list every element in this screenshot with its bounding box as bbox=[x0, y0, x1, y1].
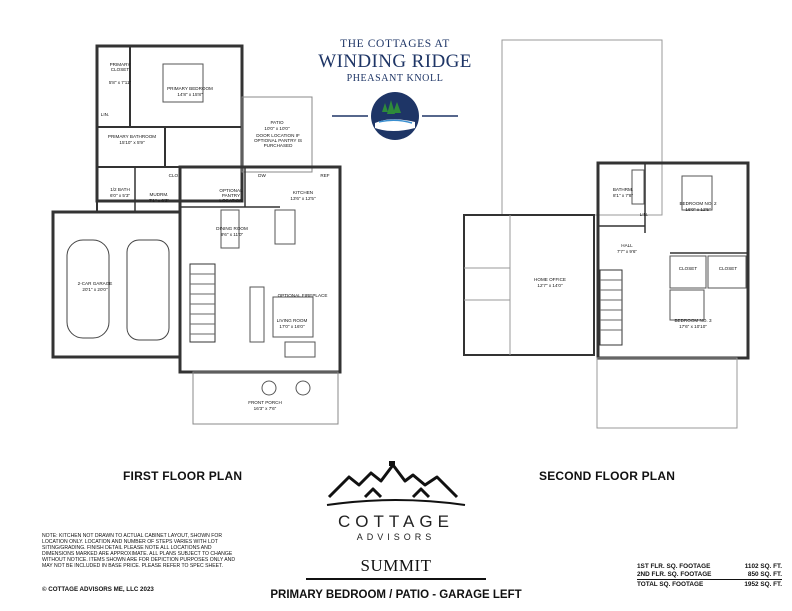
label-clo: CLO. bbox=[168, 173, 180, 178]
plan-notes: NOTE: KITCHEN NOT DRAWN TO ACTUAL CABINE… bbox=[42, 533, 236, 569]
dim-bedroom-3: 17'6" x 10'10" bbox=[679, 324, 707, 329]
sqft-second-value: 850 SQ. FT. bbox=[747, 571, 782, 578]
dim-kitchen: 13'6" x 12'5" bbox=[290, 196, 316, 201]
note-patio-door: DOOR LOCATION IF OPTIONAL PANTRY IS PURC… bbox=[253, 133, 303, 148]
label-bedroom-2: BEDROOM NO. 2 bbox=[679, 201, 717, 206]
label-ref: REF bbox=[320, 173, 330, 178]
dim-bedroom-2: 16'0" x 12'5" bbox=[685, 207, 711, 212]
label-hall: HALL bbox=[621, 243, 633, 248]
dim-dining-room: 9'6" x 11'0" bbox=[220, 232, 244, 237]
label-closet-a: CLOSET bbox=[678, 266, 698, 271]
label-optional-pantry: OPTIONAL PANTRY LOCATION bbox=[219, 188, 243, 203]
winding-ridge-emblem bbox=[332, 92, 458, 140]
dim-home-office: 12'7" x 14'0" bbox=[537, 283, 563, 288]
sqft-first-label: 1ST FLR. SQ. FOOTAGE bbox=[637, 563, 711, 570]
sqft-second-label: 2ND FLR. SQ. FOOTAGE bbox=[637, 571, 712, 578]
label-primary-bedroom: PRIMARY BEDROOM bbox=[167, 86, 213, 91]
dim-hall: 7'7" x 9'6" bbox=[616, 249, 638, 254]
label-front-porch: FRONT PORCH bbox=[248, 400, 282, 405]
sqft-total-value: 1952 SQ. FT. bbox=[744, 581, 782, 588]
model-name: SUMMIT bbox=[360, 556, 432, 575]
sqft-rule bbox=[637, 579, 782, 580]
dim-patio: 10'0" x 10'0" bbox=[264, 126, 290, 131]
label-bathrm: BATHRM. bbox=[612, 187, 634, 192]
label-lin: LIN. bbox=[639, 212, 649, 217]
header-line2: WINDING RIDGE bbox=[318, 51, 472, 72]
dim-half-bath: 6'0" x 5'3" bbox=[109, 193, 131, 198]
label-dining-room: DINING ROOM bbox=[216, 226, 248, 231]
second-floor-plan-title: SECOND FLOOR PLAN bbox=[539, 469, 676, 483]
label-bedroom-3: BEDROOM NO. 3 bbox=[674, 318, 712, 323]
label-half-bath: 1/2 BATH bbox=[110, 187, 130, 192]
label-kitchen: KITCHEN bbox=[292, 190, 314, 195]
header-line1: THE COTTAGES AT bbox=[340, 38, 450, 50]
label-mudroom: MUDRM. bbox=[149, 192, 169, 197]
first-floor-plan-title: FIRST FLOOR PLAN bbox=[123, 469, 243, 483]
plan-subtitle: PRIMARY BEDROOM / PATIO - GARAGE LEFT bbox=[270, 589, 522, 601]
label-closet-b: CLOSET bbox=[718, 266, 738, 271]
label-linen: LIN. bbox=[100, 112, 110, 117]
second-floor-plan bbox=[463, 39, 750, 429]
copyright: © COTTAGE ADVISORS ME, LLC 2023 bbox=[42, 586, 154, 593]
label-primary-closet: PRIMARY CLOSET bbox=[109, 62, 131, 72]
model-rule bbox=[306, 578, 486, 580]
header-line3: PHEASANT KNOLL bbox=[346, 73, 444, 84]
sqft-first-value: 1102 SQ. FT. bbox=[744, 563, 782, 570]
cottage-advisors-logo bbox=[326, 461, 466, 506]
dim-primary-bedroom: 14'8" x 15'8" bbox=[177, 92, 203, 97]
label-living-room: LIVING ROOM bbox=[276, 318, 308, 323]
dim-mudroom: 7'1" x 6'3" bbox=[148, 198, 170, 203]
sqft-total-label: TOTAL SQ. FOOTAGE bbox=[637, 581, 704, 588]
label-home-office: HOME OFFICE bbox=[534, 277, 566, 282]
label-optional-fireplace: OPTIONAL FIREPLACE bbox=[277, 293, 328, 298]
dim-front-porch: 16'3" x 7'6" bbox=[253, 406, 277, 411]
label-dw: DW bbox=[258, 173, 266, 178]
brand-name: COTTAGE bbox=[338, 512, 454, 531]
dim-bathrm: 8'1" x 7'8" bbox=[612, 193, 634, 198]
brand-sub: ADVISORS bbox=[356, 532, 436, 542]
dim-living-room: 17'0" x 16'0" bbox=[279, 324, 305, 329]
label-garage: 2-CAR GARAGE bbox=[77, 281, 113, 286]
dim-garage: 20'1" x 20'0" bbox=[82, 287, 108, 292]
dim-primary-bathroom: 15'10" x 5'9" bbox=[119, 140, 145, 145]
label-primary-bathroom: PRIMARY BATHROOM bbox=[107, 134, 157, 139]
first-floor-plan bbox=[51, 44, 342, 425]
label-patio: PATIO bbox=[270, 120, 284, 125]
dim-primary-closet: 5'8" x 7'11" bbox=[108, 80, 132, 85]
sqft-table: 1ST FLR. SQ. FOOTAGE 1102 SQ. FT. 2ND FL… bbox=[637, 563, 782, 593]
